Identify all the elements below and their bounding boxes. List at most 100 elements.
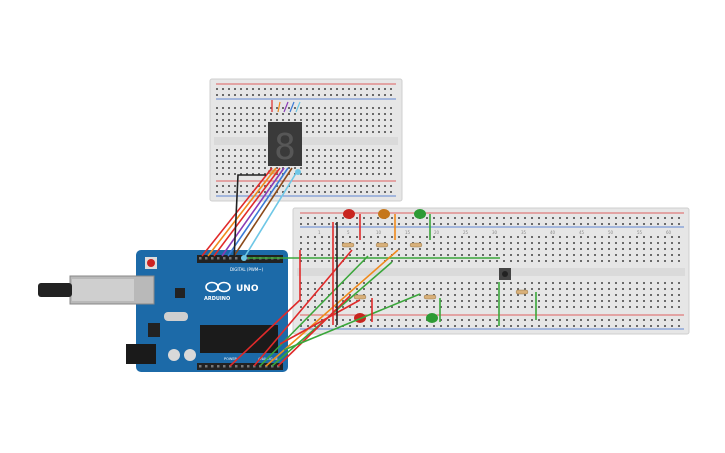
wire[interactable] (295, 101, 301, 113)
breadboard-hole (643, 282, 645, 284)
header-pin[interactable] (217, 257, 220, 260)
wire[interactable] (207, 167, 277, 257)
header-pin[interactable] (247, 365, 250, 368)
breadboard-hole (328, 217, 330, 219)
orange-led[interactable] (378, 209, 390, 219)
breadboard-hole (594, 294, 596, 296)
resistor[interactable] (341, 242, 355, 248)
resistor[interactable] (423, 294, 437, 300)
breadboard-hole (587, 242, 589, 244)
wire[interactable] (265, 249, 399, 367)
breadboard-hole (587, 319, 589, 321)
breadboard-hole (300, 288, 302, 290)
resistor[interactable] (515, 289, 529, 295)
breadboard-hole (342, 236, 344, 238)
resistor[interactable] (353, 294, 367, 300)
wire[interactable] (279, 299, 361, 345)
wire[interactable] (233, 167, 293, 257)
resistor[interactable] (375, 242, 389, 248)
breadboard-hole (573, 288, 575, 290)
breadboard-hole (615, 306, 617, 308)
header-pin[interactable] (211, 365, 214, 368)
wire[interactable] (289, 101, 295, 113)
green-led[interactable] (426, 313, 438, 323)
breadboard-hole (363, 282, 365, 284)
breadboard-hole (264, 191, 266, 193)
wire[interactable] (277, 295, 351, 367)
header-pin[interactable] (235, 257, 238, 260)
breadboard-hole (622, 217, 624, 219)
wire[interactable] (283, 101, 289, 113)
breadboard-hole (258, 113, 260, 115)
red-led[interactable] (343, 209, 355, 219)
breadboard-hole (552, 248, 554, 250)
breadboard-hole (252, 185, 254, 187)
breadboard-hole (454, 254, 456, 256)
header-pin[interactable] (211, 257, 214, 260)
wire[interactable] (227, 167, 289, 257)
push-button[interactable] (499, 268, 511, 280)
breadboard-hole (234, 125, 236, 127)
breadboard-hole (517, 300, 519, 302)
breadboard-hole (391, 223, 393, 225)
header-pin[interactable] (241, 365, 244, 368)
breadboard-hole (276, 167, 278, 169)
breadboard-hole (390, 125, 392, 127)
breadboard-hole (545, 319, 547, 321)
leds[interactable] (343, 209, 438, 323)
header-pin[interactable] (223, 365, 226, 368)
breadboard-hole (510, 319, 512, 321)
breadboard-hole (489, 254, 491, 256)
small-breadboard[interactable] (209, 78, 403, 202)
header-pin[interactable] (253, 365, 256, 368)
header-pin[interactable] (199, 257, 202, 260)
arduino-uno[interactable]: ARDUINO UNO DIGITAL (PWM~) POWER ANALOG … (38, 250, 288, 372)
breadboard-hole (566, 319, 568, 321)
breadboard-hole (336, 185, 338, 187)
header-pin[interactable] (205, 365, 208, 368)
breadboard-hole (342, 107, 344, 109)
wire[interactable] (243, 169, 299, 259)
breadboard-hole (288, 107, 290, 109)
breadboard-hole (664, 248, 666, 250)
breadboard-hole (671, 319, 673, 321)
breadboard-hole (678, 236, 680, 238)
header-pin[interactable] (229, 257, 232, 260)
seven-segment-display[interactable]: 8 (268, 122, 302, 168)
breadboard-hole (503, 294, 505, 296)
wire[interactable] (259, 255, 369, 367)
wire[interactable] (277, 101, 281, 113)
breadboard-hole (384, 131, 386, 133)
breadboard-hole (517, 242, 519, 244)
header-pin[interactable] (235, 365, 238, 368)
header-pin[interactable] (259, 365, 262, 368)
breadboard-hole (342, 282, 344, 284)
wire[interactable] (253, 249, 353, 367)
breadboard-hole (349, 236, 351, 238)
header-pin[interactable] (199, 365, 202, 368)
breadboard-hole (288, 191, 290, 193)
wire[interactable] (213, 167, 281, 257)
breadboard-hole (370, 223, 372, 225)
header-pin[interactable] (217, 365, 220, 368)
breadboard-hole (336, 113, 338, 115)
breadboard-hole (405, 294, 407, 296)
breadboard-hole (258, 88, 260, 90)
breadboard-hole (246, 191, 248, 193)
breadboard-hole (391, 242, 393, 244)
breadboard-hole (643, 254, 645, 256)
wire[interactable] (221, 167, 285, 257)
wire[interactable] (283, 293, 421, 351)
green-led[interactable] (414, 209, 426, 219)
header-pin[interactable] (223, 257, 226, 260)
breadboard-hole (482, 260, 484, 262)
breadboard-hole (354, 161, 356, 163)
resistor[interactable] (409, 242, 423, 248)
ground-wire[interactable] (233, 174, 266, 261)
breadboard-hole (258, 125, 260, 127)
header-pin[interactable] (205, 257, 208, 260)
wires[interactable] (201, 100, 537, 367)
breadboard-hole (276, 113, 278, 115)
wire[interactable] (229, 250, 301, 367)
